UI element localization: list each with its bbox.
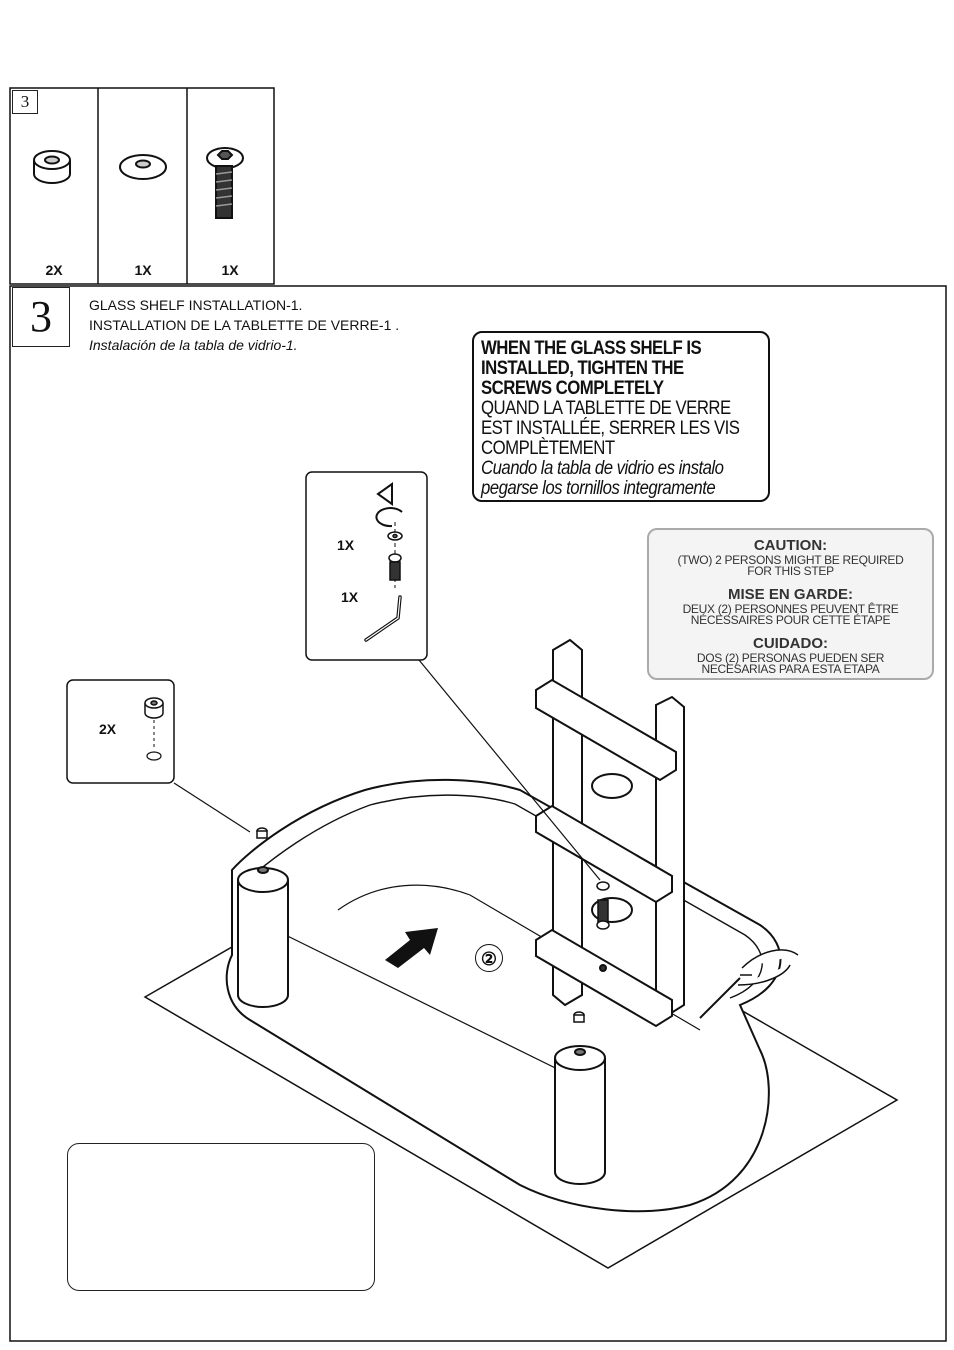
spacer-detail-box — [66, 679, 175, 784]
step-frame — [9, 285, 947, 1342]
caution-text-es: NECESARIAS PARA ESTA ETAPA — [701, 662, 880, 676]
screw-qty: 1X — [221, 262, 239, 278]
detail-spacer-icon — [144, 697, 164, 719]
warning-es-line: Cuando la tabla de vidrio es instalo — [481, 457, 724, 479]
direction-arrow — [385, 928, 438, 968]
caution-text-fr: NÉCESSAIRES POUR CETTE ÉTAPE — [690, 613, 891, 627]
note-box — [67, 1143, 375, 1291]
position-marker: ② — [475, 944, 503, 972]
warning-en-line: WHEN THE GLASS SHELF IS — [481, 337, 702, 359]
small-spacer-right — [573, 1011, 585, 1023]
step-number: 3 — [12, 287, 70, 347]
step-title-fr: INSTALLATION DE LA TABLETTE DE VERRE-1 . — [89, 317, 400, 333]
detail-spacer-qty: 2X — [99, 721, 117, 737]
detail-key-qty: 1X — [341, 589, 359, 605]
right-post — [554, 1045, 606, 1185]
warning-fr-line: QUAND LA TABLETTE DE VERRE — [481, 397, 731, 419]
parts-box-frame — [9, 87, 275, 285]
caution-text-en: FOR THIS STEP — [747, 564, 834, 578]
caution-text-es: DOS (2) PERSONAS PUEDEN SER — [696, 651, 885, 665]
leader-line — [418, 659, 601, 881]
bracket-frame — [535, 638, 685, 1028]
tighten-warning-box: WHEN THE GLASS SHELF IS INSTALLED, TIGHT… — [472, 331, 770, 502]
small-spacer-left — [256, 827, 268, 839]
detail-washer-icon — [387, 531, 403, 541]
warning-fr-line: EST INSTALLÉE, SERRER LES VIS — [481, 417, 740, 439]
warning-en-line: SCREWS COMPLETELY — [481, 377, 664, 399]
washer-icon — [119, 154, 167, 180]
bracket-screw — [596, 881, 610, 930]
caution-text-fr: DEUX (2) PERSONNES PEUVENT ÊTRE — [682, 602, 899, 616]
tighten-arrow-icon — [375, 482, 403, 528]
screw-detail-box — [305, 471, 428, 661]
step-title-en: GLASS SHELF INSTALLATION-1. — [89, 297, 303, 313]
caution-heading-en: CAUTION: — [753, 537, 828, 554]
caution-heading-es: CUIDADO: — [753, 635, 828, 652]
warning-en-line: INSTALLED, TIGHTEN THE — [481, 357, 684, 379]
washer-qty: 1X — [134, 262, 152, 278]
warning-fr-line: COMPLÈTEMENT — [481, 437, 615, 459]
caution-text-en: (TWO) 2 PERSONS MIGHT BE REQUIRED — [677, 553, 904, 567]
leader-line — [173, 782, 251, 833]
detail-washer-qty: 1X — [337, 537, 355, 553]
parts-step-number: 3 — [12, 90, 38, 114]
spacer-icon — [33, 150, 71, 184]
left-post — [237, 866, 289, 1008]
caution-heading-fr: MISE EN GARDE: — [727, 586, 853, 603]
warning-es-line: pegarse los tornillos integramente — [481, 477, 716, 499]
screw-icon — [206, 147, 244, 219]
step-title-es: Instalación de la tabla de vidrio-1. — [89, 337, 298, 353]
hand — [737, 949, 799, 986]
spacer-qty: 2X — [45, 262, 63, 278]
detail-screw-icon — [388, 553, 402, 581]
caution-box: CAUTION: (TWO) 2 PERSONS MIGHT BE REQUIR… — [647, 528, 934, 680]
